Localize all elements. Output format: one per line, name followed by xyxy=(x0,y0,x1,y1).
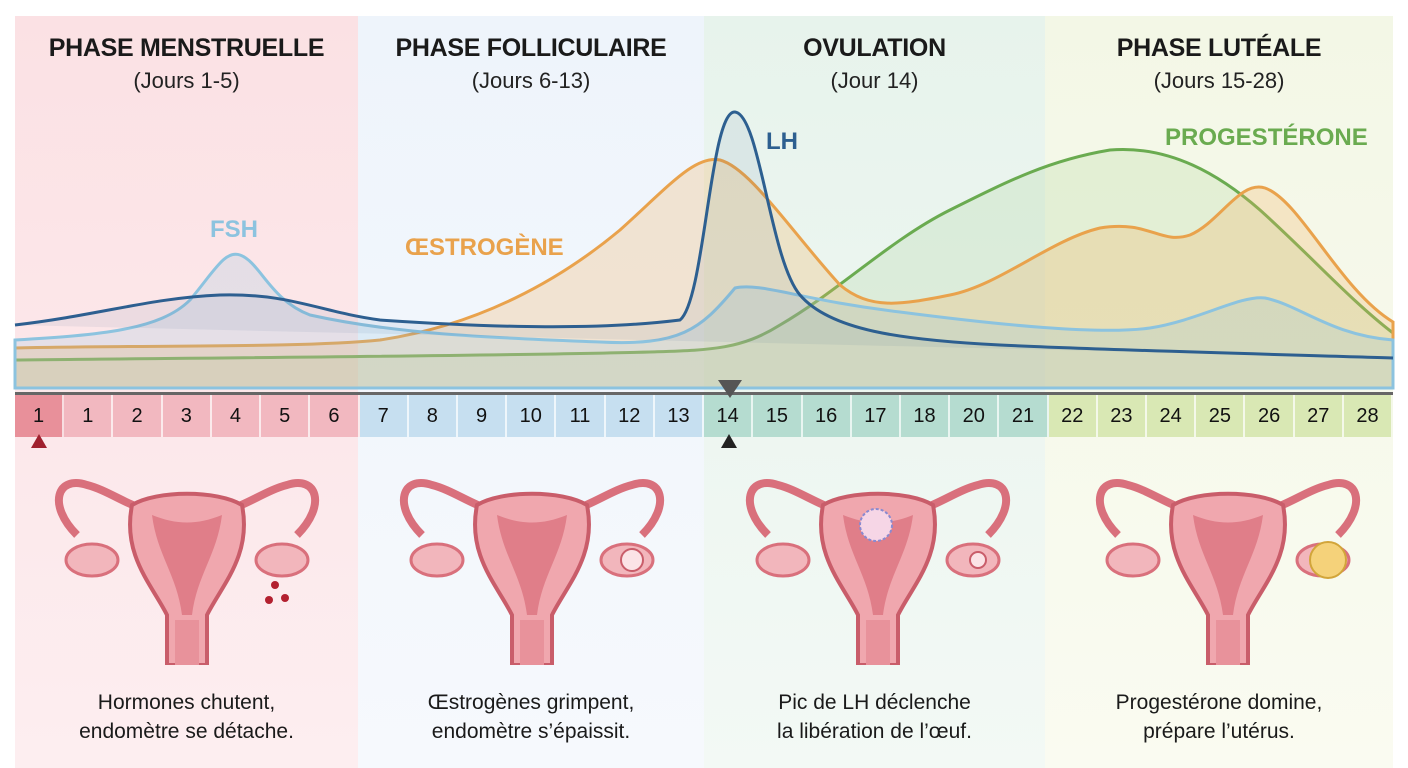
phase-days: (Jours 1-5) xyxy=(133,68,240,93)
day-cell: 6 xyxy=(310,395,360,437)
day-cell: 12 xyxy=(605,395,655,437)
hormone-curves xyxy=(13,110,1395,390)
phase-days: (Jours 15-28) xyxy=(1153,68,1285,93)
caption-line: Œstrogènes grimpent, xyxy=(427,691,635,714)
day-cell: 1 xyxy=(64,395,114,437)
caption-line: la libération de l’œuf. xyxy=(777,720,972,743)
estrogen-label: ŒSTROGÈNE xyxy=(405,234,564,261)
day-cell: 26 xyxy=(1245,395,1295,437)
day-cell: 1 xyxy=(15,395,65,437)
caption-line: endomètre s’épaissit. xyxy=(431,720,631,743)
day-cell: 20 xyxy=(950,395,1000,437)
day-cell: 15 xyxy=(753,395,803,437)
uterus-menstrual-illustration xyxy=(37,465,337,665)
caption-line: prépare l’utérus. xyxy=(1143,720,1295,743)
day-cell: 25 xyxy=(1196,395,1246,437)
uterus-ovulation-illustration xyxy=(728,465,1028,665)
ovulation-marker-icon xyxy=(718,380,742,398)
day-cell: 3 xyxy=(162,395,212,437)
day-marker-icon xyxy=(31,434,47,448)
phase-title: PHASE LUTÉALE xyxy=(1116,34,1322,62)
progesterone-label: PROGESTÉRONE xyxy=(1165,124,1368,151)
phase-caption: Pic de LH déclenche la libération de l’œu… xyxy=(704,688,1045,746)
day-cell: 13 xyxy=(654,395,705,437)
phase-caption: Œstrogènes grimpent, endomètre s’épaissit… xyxy=(358,688,704,746)
day-cell: 22 xyxy=(1048,395,1098,437)
day-cell: 2 xyxy=(113,395,163,437)
day-cell: 9 xyxy=(457,395,508,437)
day-cell: 14 xyxy=(704,395,754,437)
phase-caption: Progestérone domine, prépare l’utérus. xyxy=(1045,688,1393,746)
day-cell: 24 xyxy=(1147,395,1197,437)
uterus-luteal-illustration xyxy=(1078,465,1378,665)
phase-title: OVULATION xyxy=(803,34,946,62)
lh-curve xyxy=(14,110,1394,360)
phase-caption: Hormones chutent, endomètre se détache. xyxy=(15,688,358,746)
day-cell: 17 xyxy=(851,395,901,437)
caption-line: endomètre se détache. xyxy=(79,720,294,743)
estrogen-curve xyxy=(13,157,1395,390)
caption-line: Progestérone domine, xyxy=(1115,691,1323,714)
lh-label: LH xyxy=(766,128,798,155)
fsh-curve xyxy=(13,252,1395,390)
day-cell: 18 xyxy=(900,395,951,437)
caption-line: Pic de LH déclenche xyxy=(778,691,971,714)
day-cell: 10 xyxy=(507,395,557,437)
caption-line: Hormones chutent, xyxy=(97,691,276,714)
day-cell: 23 xyxy=(1097,395,1148,437)
day-cell: 28 xyxy=(1343,395,1394,437)
fsh-label: FSH xyxy=(210,216,258,243)
phase-title: PHASE MENSTRUELLE xyxy=(48,34,325,62)
day-cell: 27 xyxy=(1294,395,1344,437)
phase-days: (Jour 14) xyxy=(830,68,919,93)
phase-days: (Jours 6-13) xyxy=(471,68,591,93)
day-cell: 16 xyxy=(802,395,852,437)
day-marker-icon xyxy=(721,434,737,448)
day-cell: 5 xyxy=(261,395,311,437)
day-cell: 7 xyxy=(359,395,409,437)
day-cell: 21 xyxy=(999,395,1049,437)
phase-title: PHASE FOLLICULAIRE xyxy=(395,34,667,62)
day-cell: 4 xyxy=(211,395,262,437)
day-cell: 11 xyxy=(556,395,606,437)
uterus-follicular-illustration xyxy=(382,465,682,665)
day-cell: 8 xyxy=(408,395,458,437)
